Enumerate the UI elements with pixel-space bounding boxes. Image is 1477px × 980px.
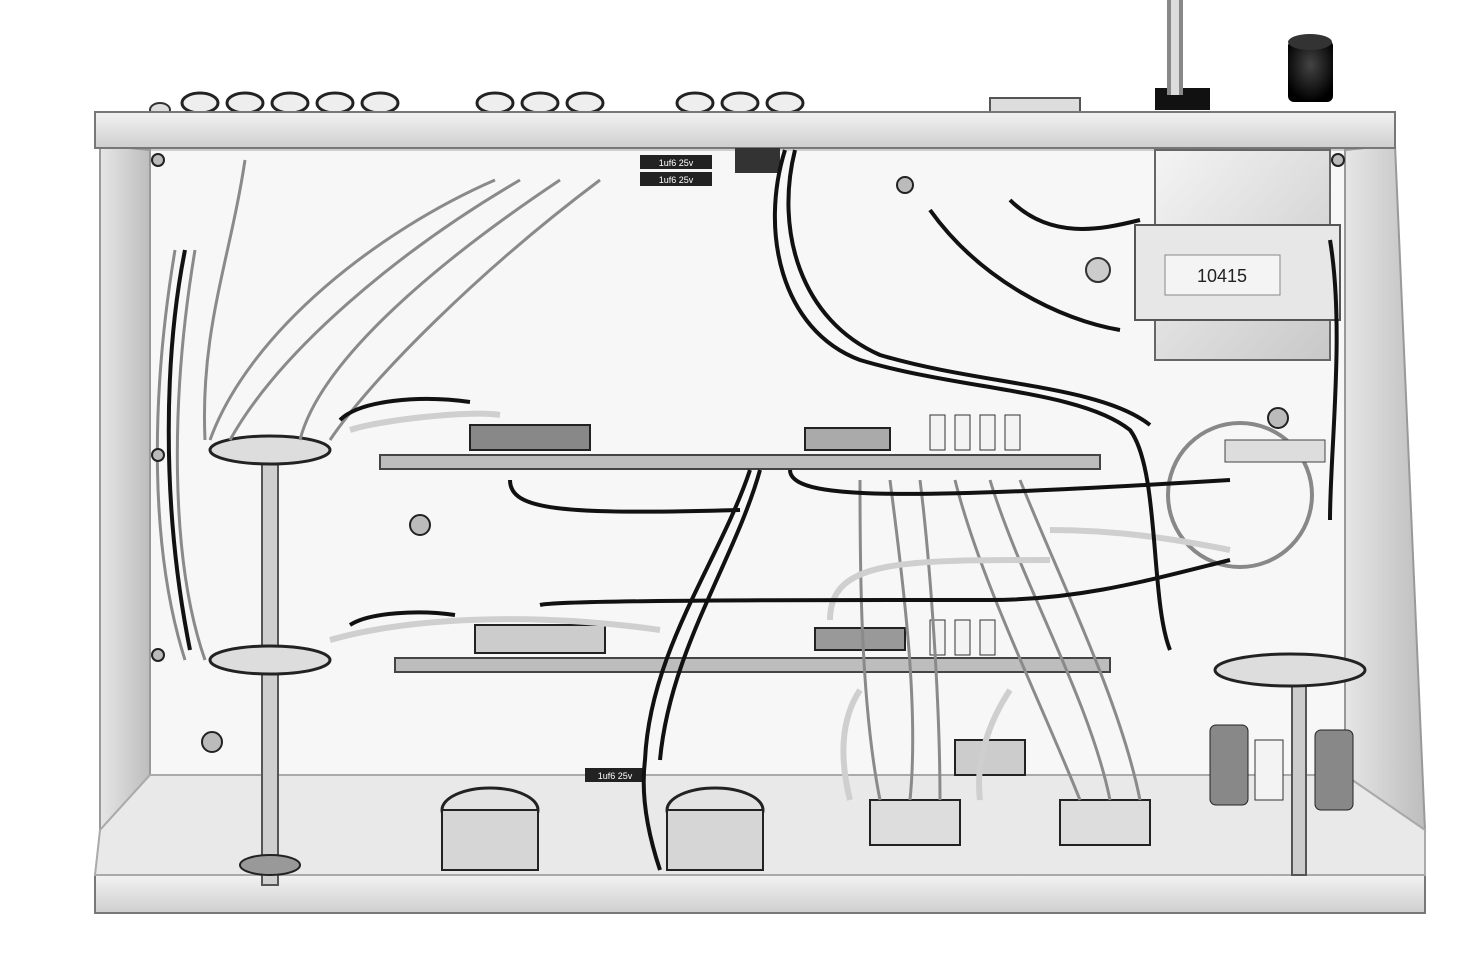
chassis-left-wall: [99, 143, 151, 833]
cap-top-2-label: 1uf6 25v: [659, 175, 694, 185]
selector-switch: [208, 434, 332, 886]
lower-terminal-board: [394, 619, 1111, 673]
front-panel: [94, 874, 1426, 914]
white-wiring: [329, 410, 1231, 801]
cap-top-1-label: 1uf6 25v: [659, 158, 694, 168]
top-capacitors: 1uf6 25v 1uf6 25v: [640, 148, 780, 186]
right-switch-assembly: [1166, 421, 1367, 876]
cap-bottom-label: 1uf6 25v: [598, 771, 633, 781]
mounting-bolts: [151, 153, 1345, 753]
back-panel: [94, 111, 1396, 149]
fuse-holder-knob: [1288, 34, 1333, 102]
upper-terminal-board: [379, 414, 1101, 470]
front-potentiometers: 1uf6 25v: [440, 739, 1151, 871]
black-wiring: [166, 149, 1339, 871]
transformer-code-label: 10415: [1197, 266, 1247, 286]
power-transformer: 10415: [1085, 149, 1341, 361]
